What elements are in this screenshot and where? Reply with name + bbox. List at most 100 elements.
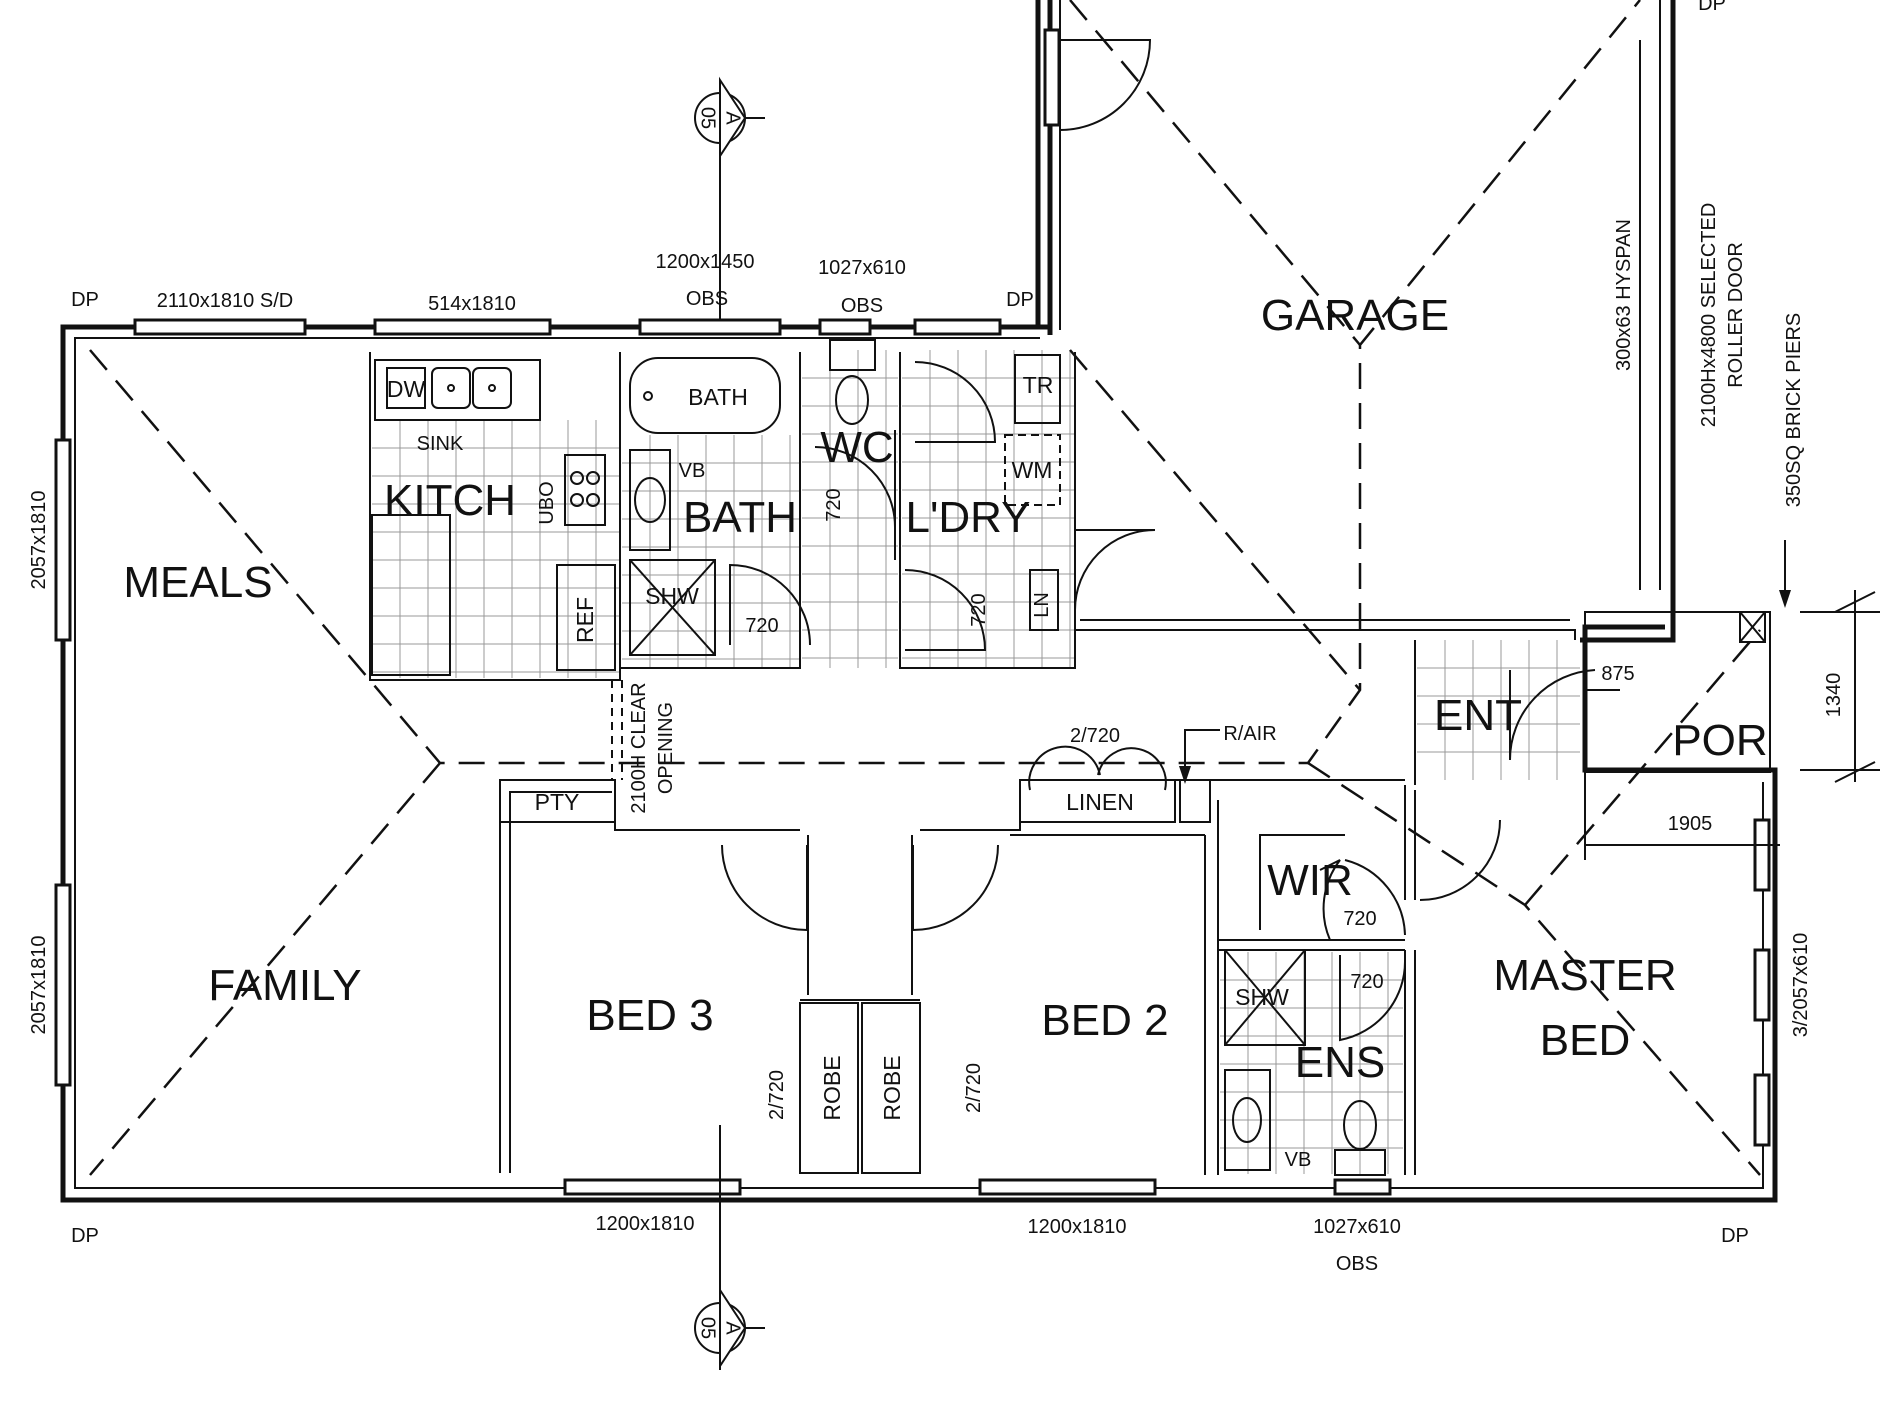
- room-labels: GARAGE MEALS KITCH BATH WC L'DRY FAMILY …: [123, 291, 1767, 1121]
- fixture-ln: LN: [1031, 592, 1053, 618]
- section-letter-bottom: A: [722, 1321, 744, 1335]
- washing-machine: [1004, 434, 1061, 506]
- window-label-2057-upper: 2057x1810: [28, 491, 50, 590]
- note-clear-opening-1: 2100H CLEAR: [628, 682, 650, 813]
- dim-720-wc: 720: [823, 488, 845, 521]
- sink-bowl-2: [472, 367, 512, 409]
- note-brick-piers: 350SQ BRICK PIERS: [1783, 313, 1805, 508]
- section-sheet-top: 05: [697, 107, 719, 129]
- room-robe-2: ROBE: [879, 1055, 905, 1120]
- room-robe-1: ROBE: [819, 1055, 845, 1120]
- room-meals: MEALS: [123, 558, 272, 607]
- tile-grids: [372, 350, 1580, 1174]
- window-label-2057-lower: 2057x1810: [28, 936, 50, 1035]
- dp-top-right: DP: [1006, 289, 1034, 311]
- fixtures: [371, 339, 1386, 1176]
- windows: [54, 28, 1771, 1196]
- room-bath: BATH: [683, 493, 797, 542]
- fixture-ref: REF: [572, 597, 598, 643]
- linen-press: [1029, 569, 1059, 631]
- dp-bottom-left: DP: [71, 1225, 99, 1247]
- section-marker-bottom: A 05: [694, 1125, 765, 1370]
- dp-garage: DP: [1698, 0, 1726, 15]
- notes: DP DP DP DP DP 300x63 HYSPAN 2100Hx4800 …: [71, 0, 1805, 1247]
- section-sheet-bottom: 05: [697, 1317, 719, 1339]
- sink-bowl-1: [431, 367, 471, 409]
- dp-bottom-right: DP: [1721, 1225, 1749, 1247]
- window-label-1027-top: 1027x610: [818, 257, 906, 279]
- dp-top-left: DP: [71, 289, 99, 311]
- window-label-sd: 2110x1810 S/D: [157, 290, 293, 312]
- fixture-vb-bath: VB: [679, 460, 706, 482]
- window-label-1200x1810-bed2: 1200x1810: [1028, 1216, 1127, 1238]
- doors: [721, 39, 1596, 1042]
- ensuite-vanity: [1224, 1069, 1271, 1171]
- fixture-bath-tub: BATH: [688, 384, 748, 410]
- fixture-labels: DW SINK UBO REF BATH VB SHW TR WM LN SHW…: [387, 372, 1312, 1171]
- room-family: FAMILY: [208, 961, 361, 1010]
- fixture-vb-ens: VB: [1285, 1149, 1312, 1171]
- fixture-tr: TR: [1023, 372, 1054, 398]
- roof-hip-lines: [89, 0, 1761, 1176]
- room-master-line2: BED: [1540, 1016, 1630, 1065]
- internal-walls: [369, 352, 1576, 1175]
- room-ldry: L'DRY: [906, 493, 1031, 542]
- wc-cistern: [829, 339, 876, 371]
- wc-pan: [835, 375, 869, 425]
- section-marker-top: A 05: [694, 76, 765, 320]
- room-wc: WC: [820, 423, 893, 472]
- dim-2-720-bed3: 2/720: [766, 1070, 788, 1120]
- window-label-3-2057: 3/2057x610: [1790, 933, 1812, 1038]
- window-label-obs-3: OBS: [1336, 1253, 1378, 1275]
- fixture-wm: WM: [1012, 457, 1053, 483]
- room-pty: PTY: [535, 789, 580, 815]
- room-master-line1: MASTER: [1493, 951, 1676, 1000]
- window-label-1200x1810-bed3: 1200x1810: [596, 1213, 695, 1235]
- ensuite-shower: [1224, 949, 1306, 1046]
- shower: [629, 559, 716, 656]
- room-garage: GARAGE: [1261, 291, 1449, 340]
- window-label-1200x1450: 1200x1450: [656, 251, 755, 273]
- dim-720-bath: 720: [745, 615, 778, 637]
- room-por: POR: [1672, 716, 1767, 765]
- room-bed2: BED 2: [1041, 996, 1168, 1045]
- note-roller-line1: 2100Hx4800 SELECTED: [1698, 203, 1720, 428]
- fixture-shw-bath: SHW: [645, 583, 699, 609]
- fixture-sink: SINK: [417, 433, 464, 455]
- dim-875: 875: [1601, 663, 1634, 685]
- cooktop: [564, 454, 606, 526]
- laundry-tub: [1014, 354, 1061, 424]
- window-label-1027-bottom: 1027x610: [1313, 1216, 1401, 1238]
- window-label-obs-2: OBS: [841, 295, 883, 317]
- room-linen: LINEN: [1066, 789, 1134, 815]
- room-ent: ENT: [1434, 691, 1522, 740]
- room-kitch: KITCH: [384, 476, 516, 525]
- room-bed3: BED 3: [586, 991, 713, 1040]
- dim-1905: 1905: [1668, 813, 1713, 835]
- note-hyspan: 300x63 HYSPAN: [1613, 219, 1635, 371]
- window-label-514: 514x1810: [428, 293, 516, 315]
- dishwasher: [386, 367, 426, 409]
- bath-vanity: [629, 449, 671, 551]
- dim-720-ens: 720: [1350, 971, 1383, 993]
- dim-2-720-bed2: 2/720: [963, 1063, 985, 1113]
- bathtub: [629, 357, 781, 434]
- ensuite-wc-pan: [1343, 1100, 1377, 1150]
- note-roller-line2: ROLLER DOOR: [1725, 242, 1747, 388]
- dim-2-720-linen: 2/720: [1070, 725, 1120, 747]
- fixture-dw: DW: [387, 376, 426, 402]
- dimension-lines: [1179, 540, 1880, 860]
- fixture-ubo: UBO: [536, 481, 558, 524]
- room-ens: ENS: [1295, 1038, 1385, 1087]
- dimension-labels: 720 720 720 2/720 2/720 2/720 720 720 87…: [745, 488, 1845, 1120]
- note-rair: R/AIR: [1223, 723, 1276, 745]
- room-wir: WIR: [1267, 856, 1353, 905]
- kitchen-island: [371, 514, 451, 676]
- dim-720-ldry: 720: [968, 593, 990, 626]
- fixture-shw-ens: SHW: [1235, 984, 1289, 1010]
- window-label-obs-1: OBS: [686, 288, 728, 310]
- refrigerator: [556, 564, 616, 671]
- window-labels: 2110x1810 S/D 514x1810 1200x1450 OBS 102…: [28, 251, 1812, 1275]
- dim-720-wir: 720: [1343, 908, 1376, 930]
